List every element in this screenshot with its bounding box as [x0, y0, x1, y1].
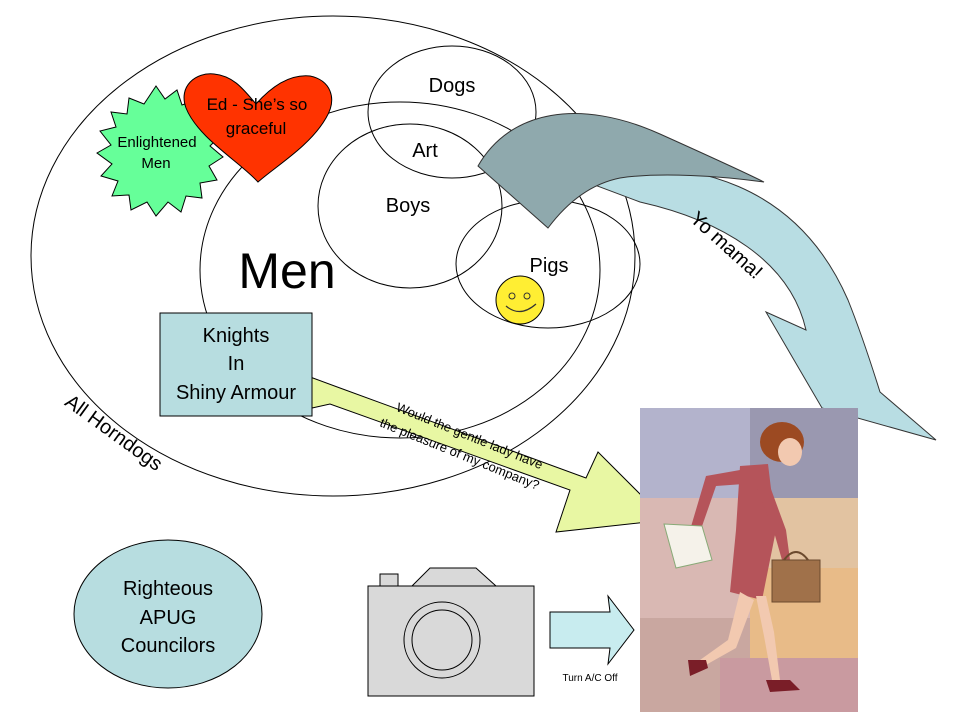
boys-circle: [317, 123, 503, 289]
men-label: Men: [238, 243, 335, 299]
boys-label: Boys: [386, 195, 430, 217]
turn-ac-off-label: Turn A/C Off: [562, 673, 617, 684]
enlightened-label-line1: Enlightened: [117, 134, 196, 151]
camera-icon: [367, 567, 535, 697]
art-label: Art: [412, 140, 438, 162]
turn-ac-arrow: [549, 594, 635, 666]
knights-box: [159, 312, 313, 417]
dogs-circle: [367, 45, 537, 179]
walking-woman-clipart: [640, 408, 858, 712]
righteous-line3: Councilors: [121, 635, 215, 657]
righteous-ellipse: [73, 539, 263, 689]
smiley-face-icon: [495, 275, 545, 325]
gentle-lady-arrow: [301, 373, 668, 533]
curved-arrow-dark: [477, 113, 765, 229]
righteous-line2: APUG: [140, 607, 197, 629]
all-horndogs-label: All Horndogs: [61, 391, 167, 476]
knights-label-line1: Knights: [203, 325, 270, 347]
curved-arrow-light: [558, 165, 937, 441]
knights-label-line3: Shiny Armour: [176, 382, 296, 404]
enlightened-label-line2: Men: [141, 155, 170, 172]
knights-label-line2: In: [228, 353, 245, 375]
heart-label-line1: Ed - She’s so: [207, 95, 308, 114]
men-ellipse: [199, 101, 601, 439]
pigs-label: Pigs: [530, 255, 569, 277]
heart-shape: [183, 73, 332, 183]
all-horndogs-ellipse: [30, 15, 636, 497]
dogs-label: Dogs: [429, 75, 476, 97]
heart-label-line2: graceful: [226, 119, 286, 138]
righteous-line1: Righteous: [123, 578, 213, 600]
